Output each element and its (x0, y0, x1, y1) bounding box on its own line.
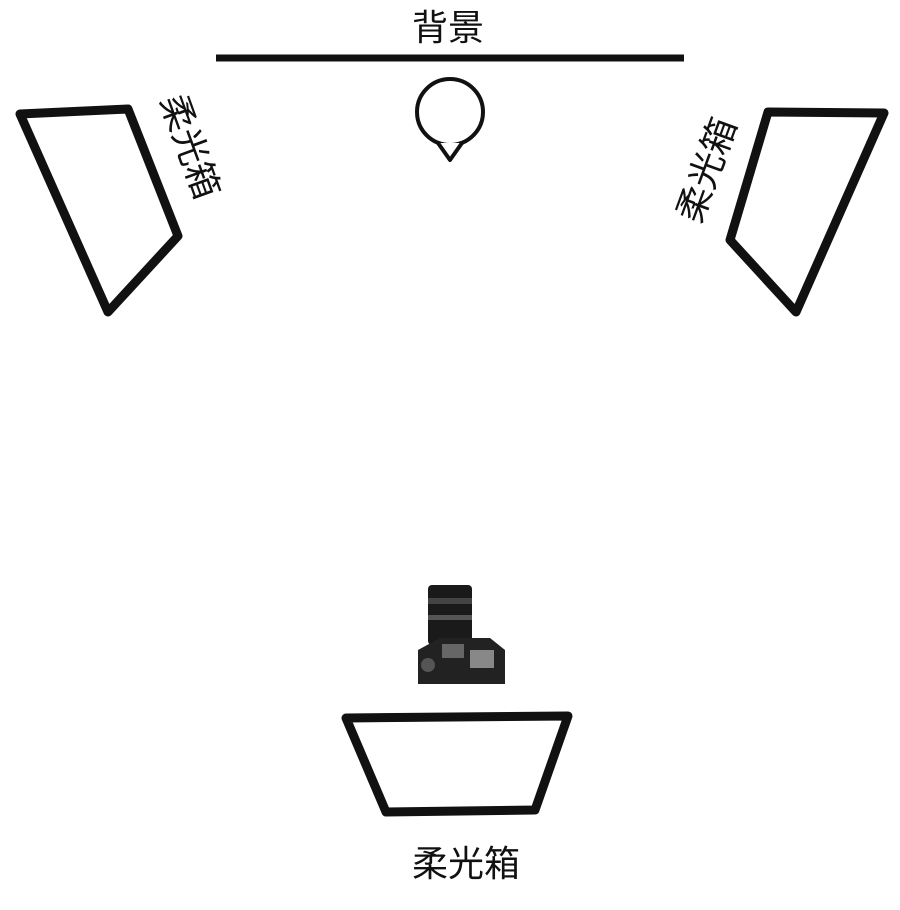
subject-circle-icon (415, 77, 485, 162)
softbox-right (725, 107, 889, 317)
softbox-left (15, 104, 183, 317)
softbox-bottom (341, 711, 573, 817)
dslr-camera-icon (418, 585, 505, 684)
softbox-bottom-label: 柔光箱 (412, 844, 520, 885)
background-label: 背景 (412, 8, 484, 49)
